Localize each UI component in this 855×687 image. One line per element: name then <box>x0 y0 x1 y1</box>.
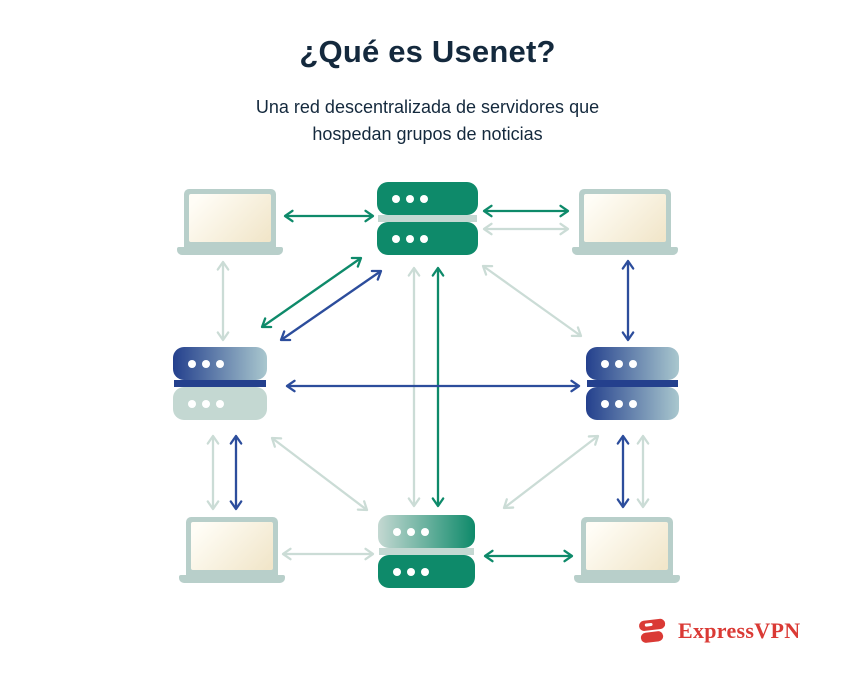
server-led-dot <box>601 359 609 368</box>
server-unit <box>586 387 679 420</box>
server-led-dot <box>421 567 429 576</box>
server-led-dot <box>202 359 210 368</box>
server-icon-bottom <box>378 515 475 588</box>
brand-name: ExpressVPN <box>678 618 801 643</box>
expressvpn-icon <box>639 618 666 643</box>
server-led-dot <box>629 399 637 408</box>
server-led-dot <box>601 399 609 408</box>
connection-server-left-server-top <box>279 269 383 342</box>
laptop-icon-bottom-right <box>574 517 680 583</box>
server-led-dot <box>188 399 196 408</box>
laptop-base <box>177 247 283 255</box>
laptop-icon-top-right <box>572 189 678 255</box>
laptop-display <box>191 522 273 570</box>
subtitle-line-2: hospedan grupos de noticias <box>312 124 543 144</box>
server-divider <box>378 215 477 222</box>
server-led-dot <box>615 399 623 408</box>
laptop-display <box>584 194 666 242</box>
laptop-screen <box>186 517 278 575</box>
server-led-dot <box>421 527 429 536</box>
connection-server-bottom-server-right <box>502 434 600 510</box>
laptop-base <box>179 575 285 583</box>
server-unit <box>377 182 478 215</box>
laptop-display <box>189 194 271 242</box>
page-subtitle: Una red descentralizada de servidores qu… <box>0 94 855 148</box>
server-unit <box>173 387 267 420</box>
laptop-screen <box>184 189 276 247</box>
laptop-screen <box>579 189 671 247</box>
server-led-dot <box>629 359 637 368</box>
server-led-dot <box>420 194 428 203</box>
connection-server-left-server-bottom <box>270 436 369 512</box>
server-led-dot <box>407 567 415 576</box>
laptop-base <box>572 247 678 255</box>
server-led-dot <box>420 234 428 243</box>
server-led-dot <box>392 194 400 203</box>
page-title: ¿Qué es Usenet? <box>299 34 556 69</box>
server-led-dot <box>216 399 224 408</box>
server-led-dot <box>406 194 414 203</box>
server-unit <box>173 347 267 380</box>
server-divider <box>174 380 266 387</box>
server-led-dot <box>615 359 623 368</box>
server-unit <box>586 347 679 380</box>
server-led-dot <box>407 527 415 536</box>
laptop-display <box>586 522 668 570</box>
subtitle-line-1: Una red descentralizada de servidores qu… <box>255 97 600 117</box>
laptop-base <box>574 575 680 583</box>
server-divider <box>379 548 474 555</box>
server-unit <box>378 515 475 548</box>
laptop-icon-top-left <box>177 189 283 255</box>
server-led-dot <box>216 359 224 368</box>
server-led-dot <box>393 527 401 536</box>
laptop-screen <box>581 517 673 575</box>
connection-server-left-server-top <box>260 256 363 329</box>
server-led-dot <box>188 359 196 368</box>
server-led-dot <box>202 399 210 408</box>
server-unit <box>377 222 478 255</box>
server-divider <box>587 380 678 387</box>
laptop-icon-bottom-left <box>179 517 285 583</box>
server-led-dot <box>406 234 414 243</box>
server-unit <box>378 555 475 588</box>
server-icon-top <box>377 182 478 255</box>
brand-logo: ExpressVPN <box>636 616 800 646</box>
server-icon-right <box>586 347 679 420</box>
connection-server-top-server-right <box>481 264 583 338</box>
server-led-dot <box>392 234 400 243</box>
server-icon-left <box>173 347 267 420</box>
server-led-dot <box>393 567 401 576</box>
